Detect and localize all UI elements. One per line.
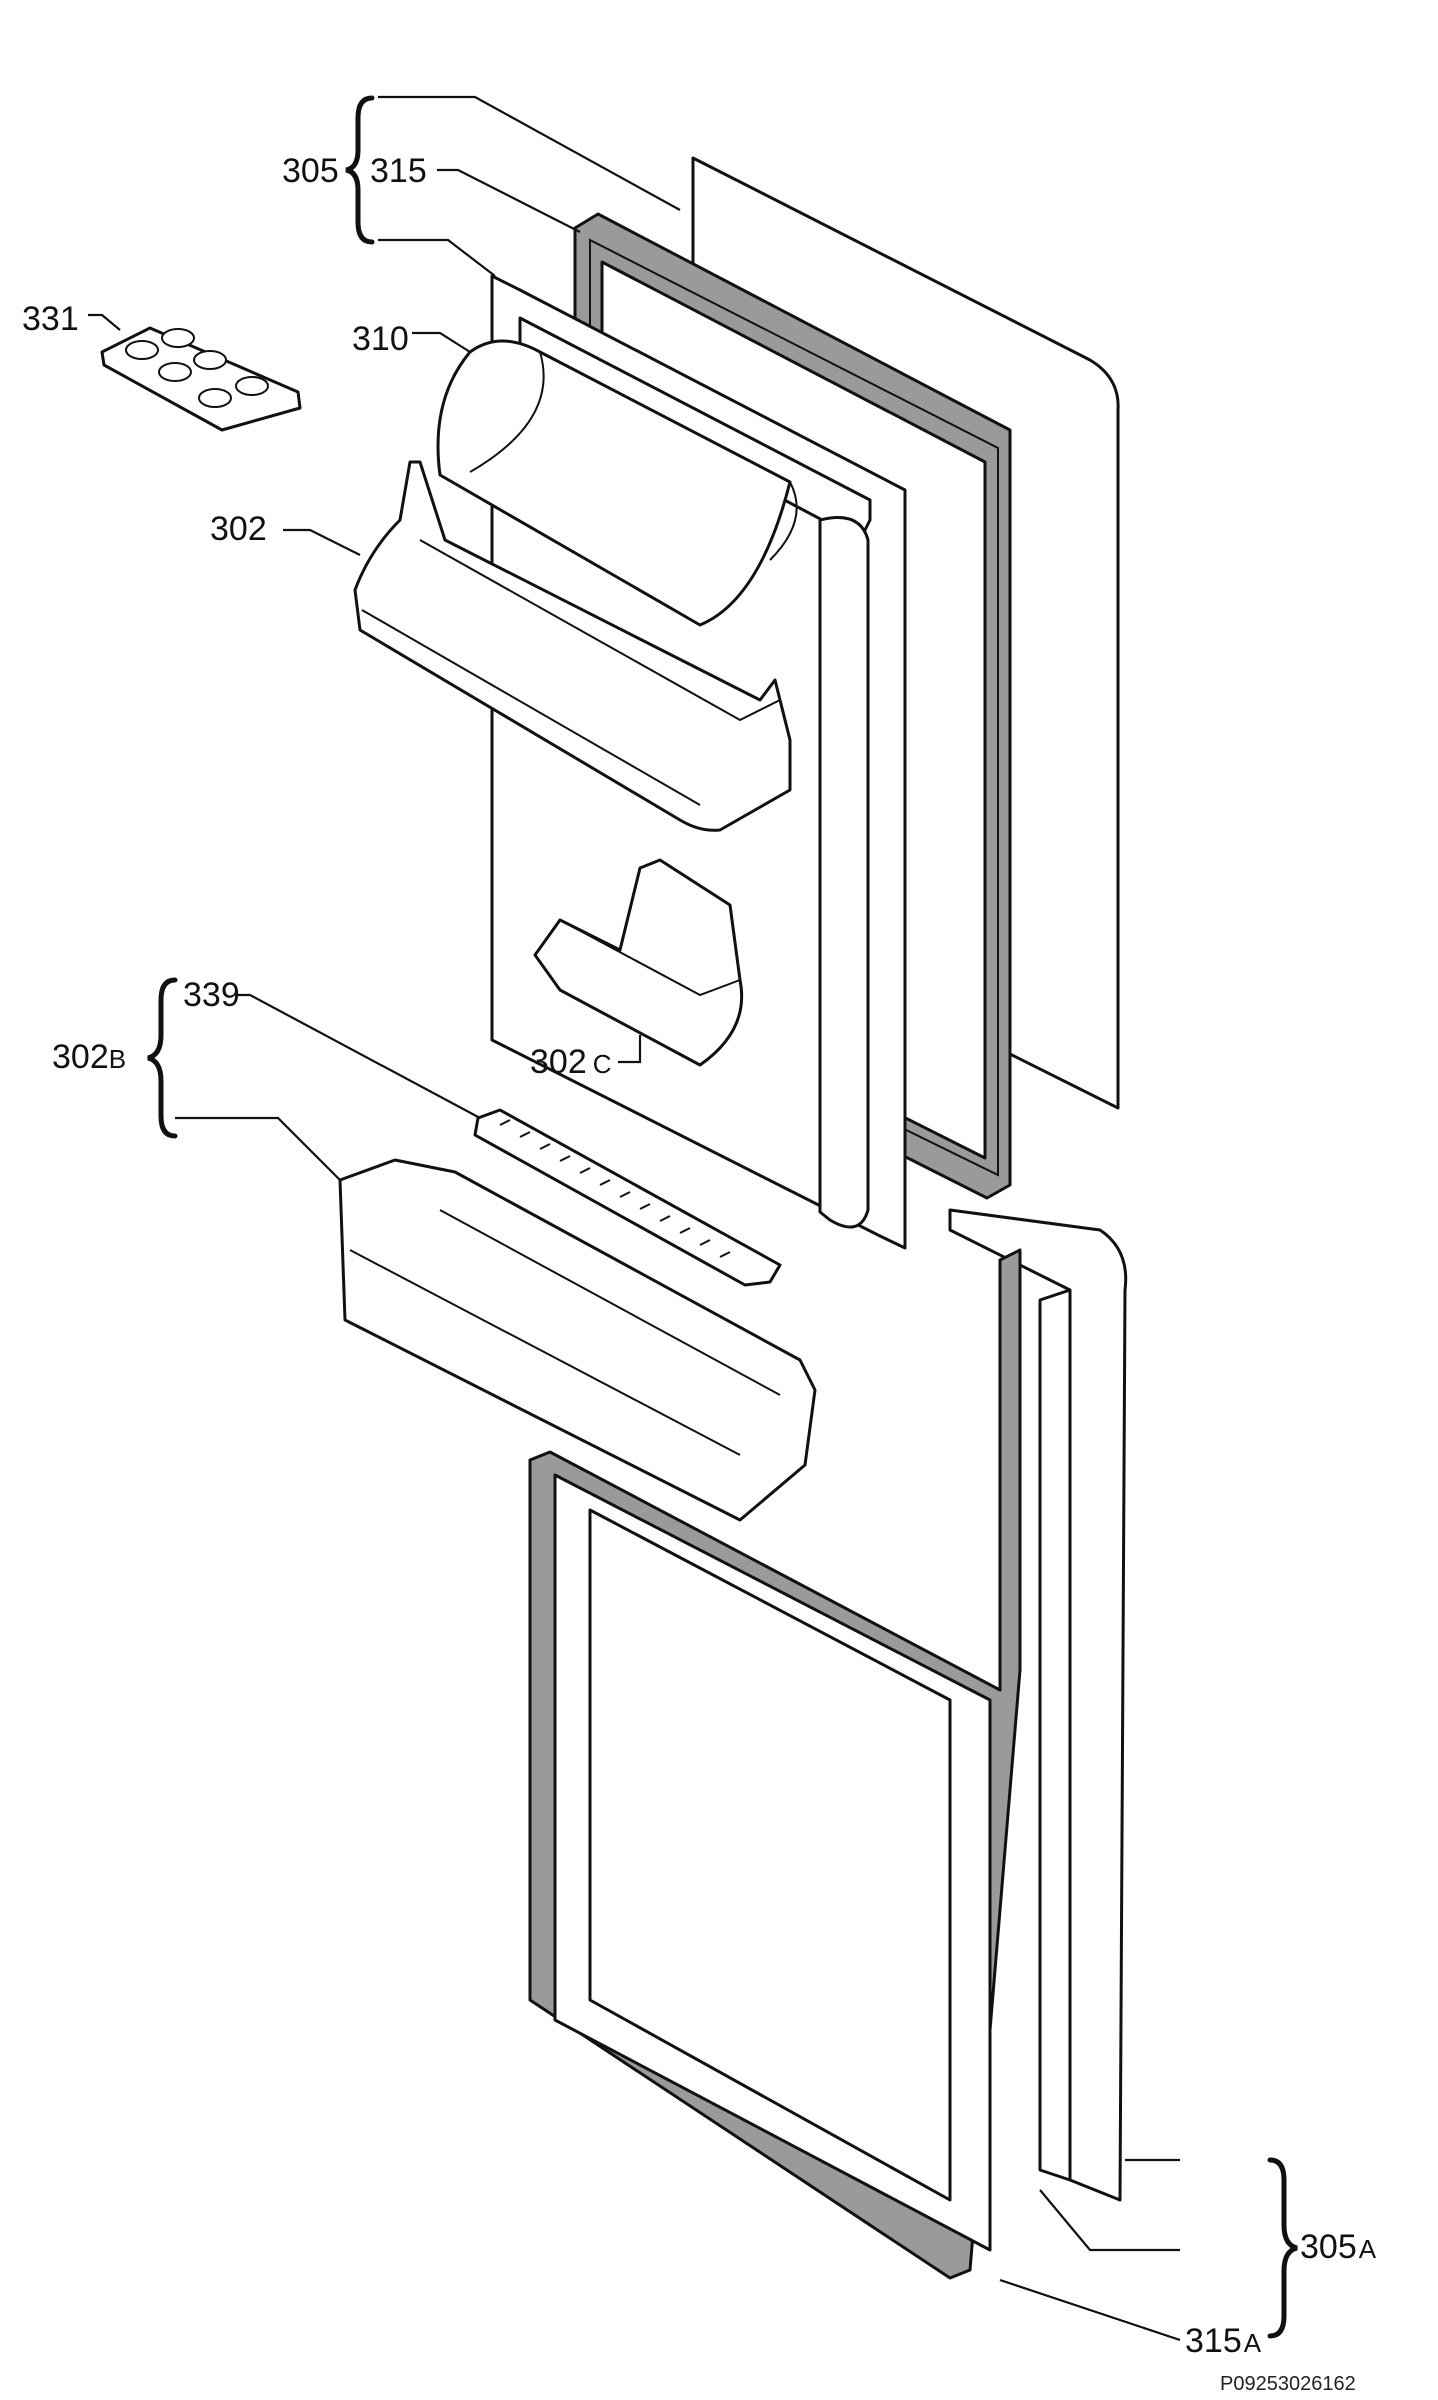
label-315a: 315A — [1185, 2322, 1262, 2360]
door-shelf-302c — [533, 858, 744, 1067]
label-315a-suffix: A — [1244, 2328, 1262, 2358]
egg-tray — [100, 326, 302, 432]
label-305a-number: 305 — [1300, 2228, 1357, 2266]
label-315a-number: 315 — [1185, 2322, 1242, 2360]
brace-305a — [1267, 2157, 1298, 2339]
label-302c-number: 302 — [530, 1043, 587, 1081]
label-339: 339 — [183, 976, 240, 1014]
dairy-flap — [436, 339, 798, 627]
brace-302b — [147, 977, 178, 1139]
label-302b-number: 302 — [52, 1038, 109, 1076]
label-302c-suffix: C — [593, 1049, 612, 1079]
leader-lines — [88, 95, 1181, 2342]
label-310: 310 — [352, 320, 409, 358]
label-305a-suffix: A — [1359, 2234, 1377, 2264]
lower-door-panel — [948, 1208, 1128, 2202]
label-305a: 305A — [1300, 2228, 1377, 2266]
label-302b: 302B — [52, 1038, 126, 1076]
brace-305 — [345, 95, 375, 245]
label-305: 305 — [282, 152, 339, 190]
group-braces — [147, 95, 1298, 2339]
label-302: 302 — [210, 510, 267, 548]
shelf-divider-339 — [473, 1108, 782, 1287]
label-302b-suffix: B — [109, 1044, 126, 1074]
document-code: P09253026162 — [1220, 2373, 1356, 2395]
door-shelf-302b — [338, 1158, 817, 1522]
door-shelf-302 — [353, 460, 792, 832]
label-331: 331 — [22, 300, 79, 338]
label-315: 315 — [370, 152, 427, 190]
lower-door-gasket — [528, 1248, 1022, 2280]
